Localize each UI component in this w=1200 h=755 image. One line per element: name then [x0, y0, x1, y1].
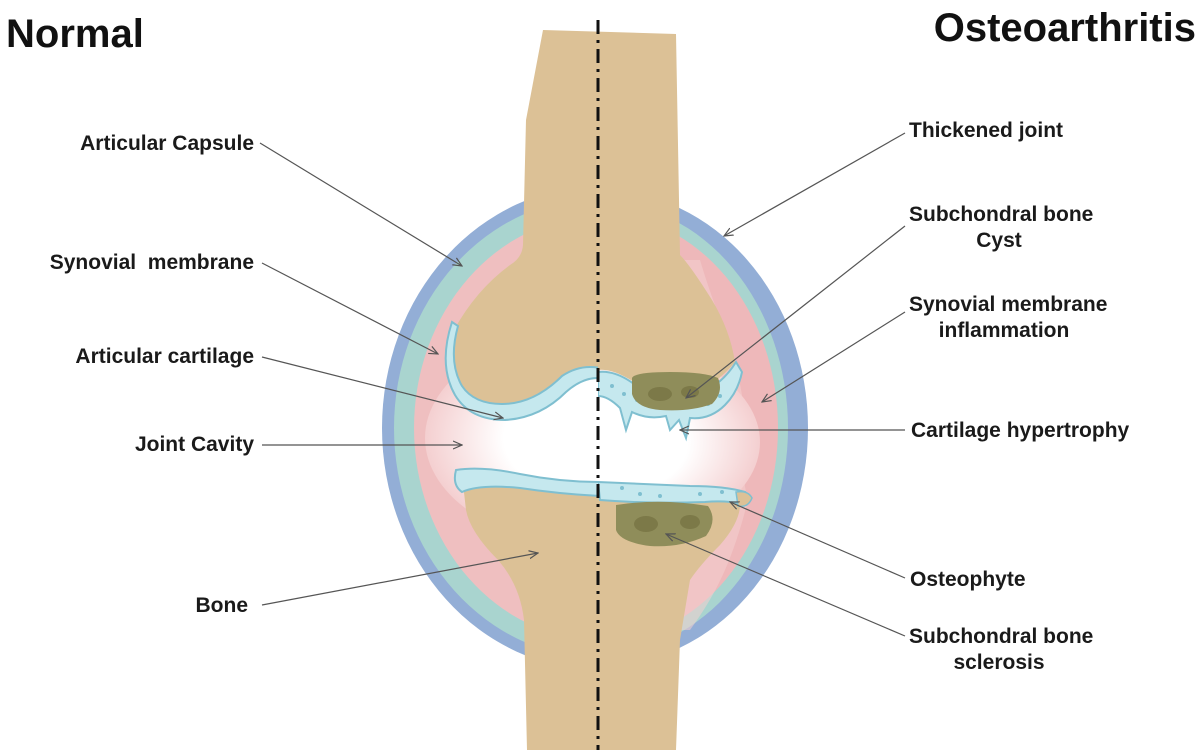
label-articular-cartilage: Articular cartilage: [75, 345, 254, 368]
label-osteophyte: Osteophyte: [910, 568, 1026, 591]
label-bone: Bone: [195, 594, 249, 617]
label-cartilage-hypertrophy: Cartilage hypertrophy: [911, 419, 1130, 442]
normal-pointer-lines: [259, 142, 538, 606]
pointer-subchondral-cyst: [686, 225, 906, 398]
pointer-articular-capsule: [259, 142, 462, 266]
label-subchondral-sclerosis: Subchondral bone sclerosis: [909, 624, 1094, 677]
label-subchondral-cyst: Subchondral bone Cyst: [909, 202, 1094, 255]
pointer-sclerosis: [666, 534, 906, 637]
subchondral-bone-cyst: [632, 372, 720, 411]
label-thickened-joint: Thickened joint: [909, 119, 1064, 142]
label-synovial-membrane: Synovial membrane: [49, 251, 254, 274]
subchondral-bone-sclerosis: [616, 501, 713, 547]
label-synovial-inflammation-line2: inflammation: [938, 319, 1070, 343]
label-articular-capsule: Articular Capsule: [80, 132, 254, 155]
pointer-synovial-inflammation: [762, 311, 906, 402]
normal-lower-articular-cartilage: [453, 467, 598, 497]
pointer-articular-cartilage: [261, 356, 503, 418]
osteophyte: [735, 490, 753, 508]
label-synovial-inflammation: Synovial membrane inflammation: [909, 292, 1108, 345]
normal-upper-articular-cartilage: [444, 320, 598, 422]
oa-pointer-lines: [666, 132, 906, 637]
pointer-thickened-joint: [724, 132, 906, 236]
upper-bone: [447, 30, 735, 410]
label-subchondral-sclerosis-line2: sclerosis: [953, 651, 1045, 675]
pointer-bone: [261, 553, 538, 606]
label-subchondral-cyst-line1: Subchondral bone: [909, 203, 1094, 226]
label-joint-cavity: Joint Cavity: [134, 433, 254, 456]
osteoarthritis-title: Osteoarthritis: [933, 6, 1196, 50]
label-subchondral-cyst-line2: Cyst: [976, 229, 1022, 253]
pointer-osteophyte: [730, 502, 906, 579]
label-subchondral-sclerosis-line1: Subchondral bone: [909, 625, 1094, 648]
normal-title: Normal: [6, 12, 144, 56]
label-synovial-inflammation-line1: Synovial membrane: [909, 293, 1108, 316]
pointer-synovial-membrane: [261, 262, 438, 354]
